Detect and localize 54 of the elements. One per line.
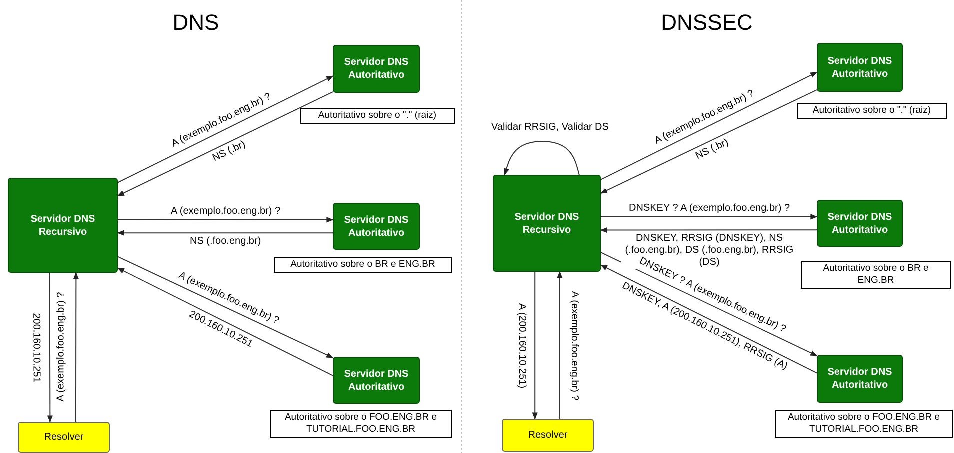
server-box [333, 357, 420, 404]
edge-label: Validar RRSIG, Validar DS [490, 122, 610, 134]
panel-title: DNSSEC [661, 10, 753, 36]
arrow [117, 230, 334, 236]
arrow [47, 272, 53, 423]
arrow [118, 256, 334, 358]
server-box [817, 43, 903, 92]
edge-label: A (exemplo.foo.eng.br) ? [170, 206, 282, 218]
zone-note: Autoritativo sobre o FOO.ENG.BR e TUTORIAL.FOO.ENG.BR [270, 410, 452, 438]
edge-label: NS (.br) [694, 136, 731, 164]
arrow [600, 227, 818, 234]
loop-arrow [504, 140, 580, 176]
resolver-box [18, 422, 110, 453]
node-label: Servidor DNS Autoritativo [826, 366, 894, 392]
arrow [73, 272, 79, 422]
panel-title: DNS [172, 10, 220, 36]
arrow [532, 272, 538, 420]
node-label: Servidor DNS Autoritativo [343, 368, 410, 394]
node-label: Servidor DNS Autoritativo [343, 214, 410, 240]
node-label: Resolver [528, 430, 568, 441]
arrow [600, 264, 818, 374]
node-label: Servidor DNS Recursivo [514, 210, 580, 236]
server-box [493, 175, 601, 272]
zone-note: Autoritativo sobre o BR e ENG.BR [801, 261, 951, 289]
arrow [600, 90, 818, 194]
resolver-box [502, 419, 594, 452]
arrow [117, 268, 334, 376]
zone-note: Autoritativo sobre o FOO.ENG.BR e TUTORIAL.FOO.ENG.BR [775, 410, 953, 438]
arrow [118, 217, 334, 223]
edge-label: A (exemplo.foo.eng.br) ? [56, 292, 68, 404]
arrow [118, 76, 334, 184]
arrow [600, 252, 818, 356]
zone-note: Autoritativo sobre o "." (raiz) [797, 103, 947, 119]
edge-label: A (200.160.10.251) [515, 302, 528, 390]
arrow [117, 92, 334, 197]
edge-label: NS (.foo.eng.br) [189, 236, 262, 248]
arrow [600, 214, 818, 220]
server-box [817, 355, 903, 403]
node-label: Servidor DNS Autoritativo [826, 210, 894, 236]
arrow [557, 271, 563, 420]
server-box [817, 200, 903, 247]
node-label: Servidor DNS Autoritativo [343, 56, 410, 82]
edge-label: 200.160.10.251 [30, 312, 42, 384]
zone-note: Autoritativo sobre o BR e ENG.BR [274, 257, 452, 273]
node-label: Servidor DNS Autoritativo [826, 54, 894, 80]
server-box [333, 203, 420, 250]
edge-label: A (exemplo.foo.eng.br) ? [568, 290, 580, 402]
server-box [333, 45, 420, 93]
node-label: Servidor DNS Recursivo [30, 212, 96, 238]
arrow [600, 72, 818, 180]
zone-note: Autoritativo sobre o "." (raiz) [300, 108, 455, 124]
edge-label: DNSKEY ? A (exemplo.foo.eng.br) ? [628, 202, 791, 215]
node-label: Resolver [44, 432, 84, 443]
server-box [8, 178, 118, 273]
